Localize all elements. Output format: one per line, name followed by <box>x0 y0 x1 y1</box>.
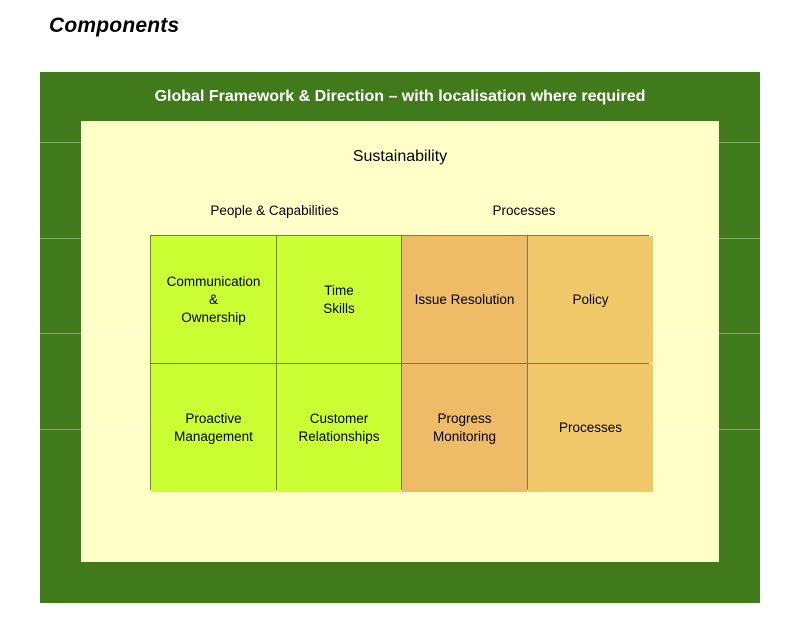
component-label: Customer Relationships <box>298 411 380 444</box>
component-label: Progress Monitoring <box>432 411 497 444</box>
component-policy: Policy <box>528 236 653 363</box>
components-grid: Communication & Ownership Time Skills Is… <box>150 235 653 492</box>
page-title: Components <box>49 14 180 37</box>
component-label: Time Skills <box>323 282 355 316</box>
component-label: Communication & Ownership <box>166 273 261 325</box>
component-label: Processes <box>558 420 623 435</box>
global-framework-title: Global Framework & Direction – with loca… <box>154 88 646 105</box>
group-label-people-capabilities: People & Capabilities <box>210 203 339 218</box>
group-label-processes: Processes <box>492 203 556 218</box>
component-label: Policy <box>572 291 609 307</box>
component-processes: Processes <box>528 364 653 492</box>
component-proactive-management: Proactive Management <box>151 364 276 492</box>
sustainability-title: Sustainability <box>352 148 448 165</box>
component-time-skills: Time Skills <box>277 236 401 363</box>
component-label: Issue Resolution <box>414 291 515 307</box>
component-progress-monitoring: Progress Monitoring <box>402 364 527 492</box>
component-label: Proactive Management <box>174 411 253 444</box>
component-customer-relationships: Customer Relationships <box>277 364 401 492</box>
component-issue-resolution: Issue Resolution <box>402 236 527 363</box>
guide-line <box>0 142 800 143</box>
component-communication-ownership: Communication & Ownership <box>151 236 276 363</box>
